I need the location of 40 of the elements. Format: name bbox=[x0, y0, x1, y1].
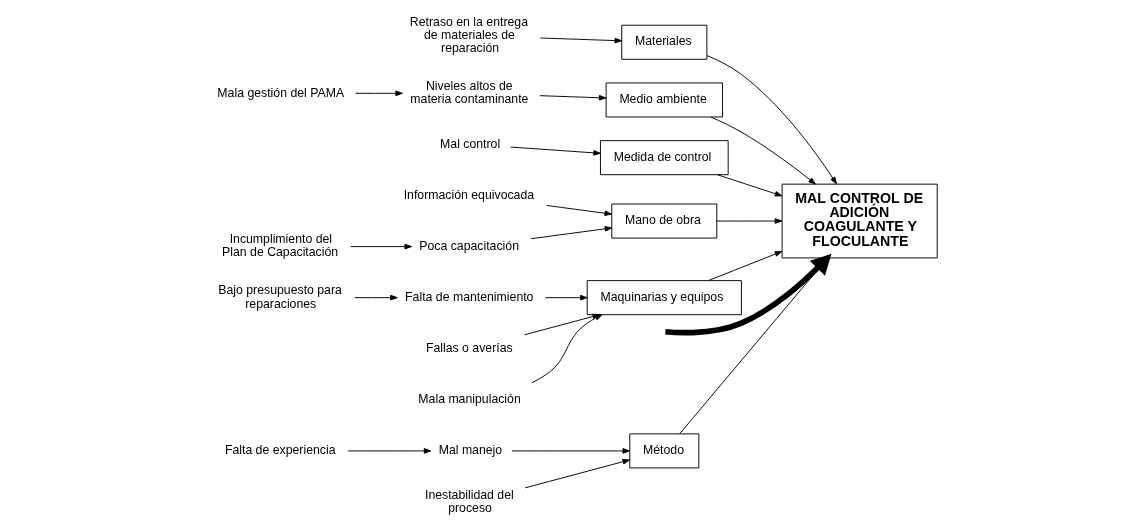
node-text: Falta de mantenimiento bbox=[405, 289, 534, 304]
arrow bbox=[347, 448, 432, 454]
arrow bbox=[546, 204, 613, 216]
node-text: Información equivocada bbox=[403, 187, 535, 202]
arrow bbox=[707, 251, 783, 282]
arrow bbox=[540, 37, 623, 44]
node-text: Fallas o averías bbox=[425, 340, 513, 355]
node-text: Falta de experiencia bbox=[224, 443, 336, 458]
node-text: Retraso en la entrega de materiales de reparación bbox=[409, 14, 528, 56]
node-text: Incumplimiento del Plan de Capacitación bbox=[222, 232, 339, 260]
arrow bbox=[716, 218, 783, 224]
arrow bbox=[510, 146, 601, 156]
arrow bbox=[710, 116, 816, 185]
node-box: Medio ambiente bbox=[605, 82, 723, 118]
node-text: Bajo presupuesto para reparaciones bbox=[218, 283, 342, 311]
node-text: Niveles altos de materia contaminante bbox=[410, 78, 529, 107]
arrow bbox=[539, 94, 607, 101]
arrow bbox=[355, 90, 403, 97]
node-box: Medida de control bbox=[600, 140, 729, 176]
arrow bbox=[350, 243, 412, 250]
node-text: Poca capacitación bbox=[419, 238, 519, 253]
node-text: Mal manejo bbox=[438, 443, 503, 458]
node-box: Método bbox=[629, 433, 700, 469]
node-box: Maquinarias y equipos bbox=[586, 280, 742, 316]
node-text: Inestabilidad del proceso bbox=[424, 487, 514, 515]
arrow bbox=[530, 226, 613, 240]
arrow bbox=[716, 174, 783, 197]
arrow bbox=[706, 55, 837, 185]
arrow bbox=[544, 294, 588, 301]
arrow bbox=[524, 458, 631, 489]
node-box: Materiales bbox=[621, 24, 708, 60]
node-box: MAL CONTROL DE ADICIÓN COAGULANTE Y FLOCULANTE bbox=[781, 183, 938, 259]
node-box: Mano de obra bbox=[611, 203, 718, 239]
arrow bbox=[511, 448, 631, 454]
arrow bbox=[665, 253, 832, 336]
node-text: Mala manipulación bbox=[418, 392, 521, 407]
arrow bbox=[679, 253, 832, 435]
arrow bbox=[354, 294, 398, 301]
node-text: Mal control bbox=[440, 136, 501, 151]
node-text: Mala gestión del PAMA bbox=[217, 85, 345, 100]
